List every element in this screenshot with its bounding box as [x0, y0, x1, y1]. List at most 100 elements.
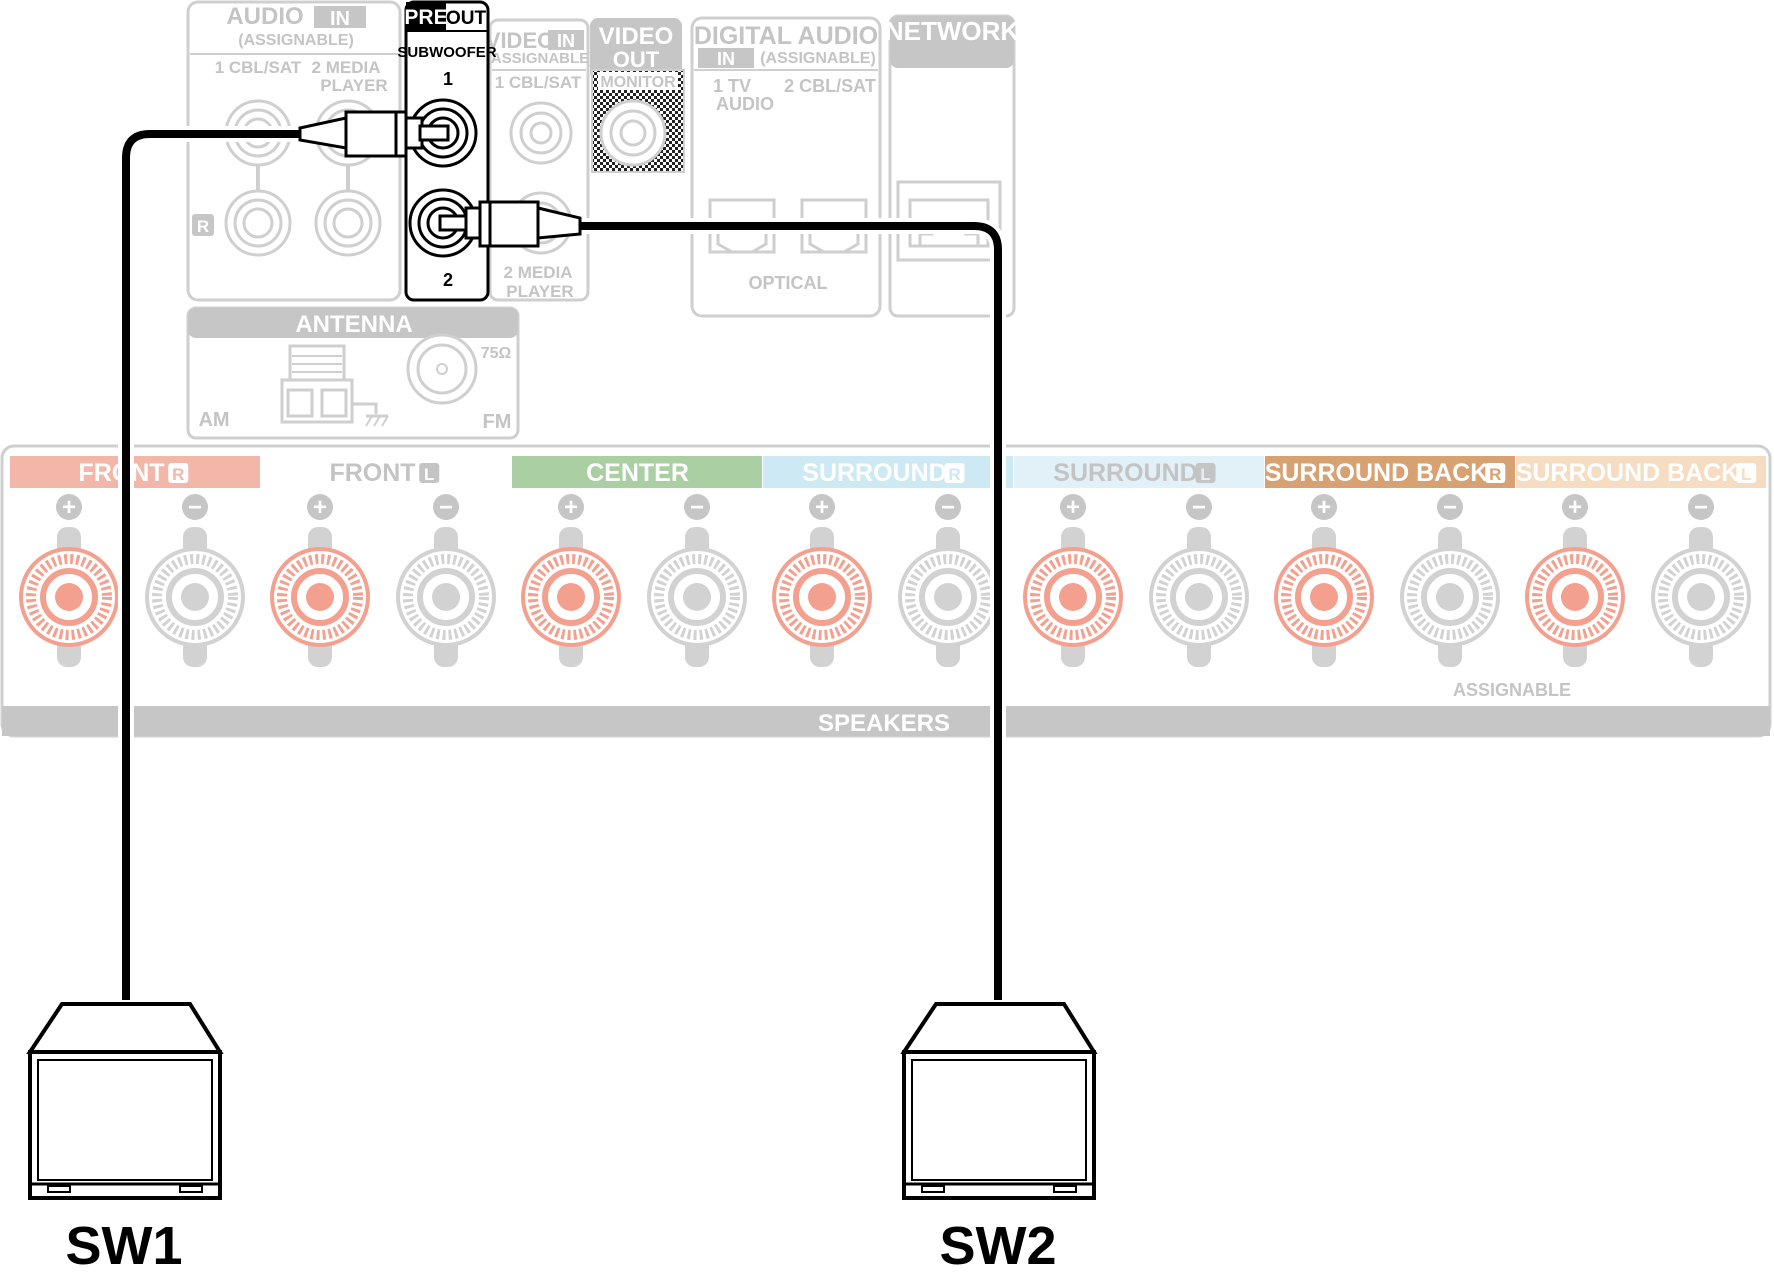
subwoofer-sw2[interactable]	[900, 1002, 1098, 1200]
channel-side-4: L	[1200, 465, 1210, 484]
speakers-assignable: ASSIGNABLE	[1453, 680, 1571, 700]
speaker-terminal-5-minus[interactable]: −	[1400, 494, 1500, 667]
pre-out-sub: SUBWOOFER	[397, 44, 496, 61]
audio-in-sub: (ASSIGNABLE)	[238, 32, 354, 49]
channel-label-2: CENTER	[586, 459, 689, 487]
channel-side-5: R	[1489, 465, 1501, 484]
video-out-badge: OUT	[613, 47, 660, 72]
channel-side-6: L	[1741, 465, 1751, 484]
video-in-sub: (ASSIGNABLE)	[486, 50, 594, 67]
speaker-terminal-4-plus[interactable]: +	[1023, 494, 1123, 667]
subwoofer-sw1-label: SW1	[65, 1216, 182, 1276]
speaker-terminal-3-plus[interactable]: +	[772, 494, 872, 667]
digital-audio-input2: 2 CBL/SAT	[784, 76, 876, 96]
speaker-terminals: + − + − + − + − + − + − + −	[19, 494, 1751, 667]
channel-label-1: FRONT	[329, 459, 415, 487]
speaker-terminal-6-plus[interactable]: +	[1525, 494, 1625, 667]
terminal-polarity-4-1: −	[1192, 494, 1206, 521]
digital-audio-panel: DIGITAL AUDIO IN (ASSIGNABLE) 1 TV AUDIO…	[690, 16, 882, 318]
audio-in-r-badge	[192, 214, 214, 236]
digital-audio-input1-line2: AUDIO	[716, 94, 774, 114]
terminal-polarity-4-0: +	[1066, 494, 1080, 521]
video-in-input2-line2: PLAYER	[506, 282, 573, 301]
video-in-badge: IN	[557, 31, 575, 51]
terminal-polarity-1-0: +	[313, 494, 327, 521]
monitor-out-jack[interactable]	[599, 99, 667, 167]
terminal-polarity-5-0: +	[1317, 494, 1331, 521]
antenna-title: ANTENNA	[295, 311, 412, 338]
audio-in-input2-line2: PLAYER	[320, 76, 387, 95]
antenna-fm: FM	[483, 411, 512, 433]
audio-in-badge: IN	[330, 8, 350, 30]
terminal-polarity-6-1: −	[1694, 494, 1708, 521]
speaker-terminal-6-minus[interactable]: −	[1651, 494, 1751, 667]
speaker-terminal-3-minus[interactable]: −	[898, 494, 998, 667]
network-panel: NETWORK	[885, 14, 1020, 318]
speaker-terminal-5-plus[interactable]: +	[1274, 494, 1374, 667]
channel-side-0: R	[172, 465, 184, 484]
fm-antenna-jack[interactable]	[406, 333, 478, 405]
subwoofer-sw1[interactable]	[26, 1002, 224, 1200]
speaker-terminal-2-plus[interactable]: +	[521, 494, 621, 667]
terminal-polarity-5-1: −	[1443, 494, 1457, 521]
video-in-input1: 1 CBL/SAT	[495, 73, 582, 92]
pre-out-jack1-label: 1	[443, 69, 453, 89]
am-antenna-terminal[interactable]	[280, 344, 389, 427]
terminal-polarity-0-1: −	[188, 494, 202, 521]
speaker-terminal-1-plus[interactable]: +	[270, 494, 370, 667]
cable-sw1	[118, 110, 450, 1000]
speaker-terminal-1-minus[interactable]: −	[396, 494, 496, 667]
video-in-jack-1[interactable]	[509, 101, 573, 165]
audio-in-input2-line1: 2 MEDIA	[312, 58, 381, 77]
audio-in-jack-2r[interactable]	[314, 189, 382, 257]
terminal-polarity-3-0: +	[815, 494, 829, 521]
antenna-panel: ANTENNA AM FM 75Ω	[186, 306, 520, 440]
pre-out-title-out: OUT	[446, 8, 487, 29]
video-out-monitor: MONITOR	[600, 74, 676, 91]
audio-in-title: AUDIO	[226, 3, 303, 30]
video-in-input2-line1: 2 MEDIA	[504, 263, 573, 282]
pre-out-panel: PRE OUT SUBWOOFER 1 2	[397, 0, 497, 302]
audio-in-jack-1r[interactable]	[224, 189, 292, 257]
terminal-polarity-6-0: +	[1568, 494, 1582, 521]
video-in-title: VIDEO	[486, 28, 554, 53]
cable-sw2	[438, 200, 1006, 1000]
audio-in-r-label: R	[197, 217, 209, 236]
terminal-polarity-1-1: −	[439, 494, 453, 521]
video-out-title: VIDEO	[599, 23, 674, 50]
digital-audio-title: DIGITAL AUDIO	[694, 22, 878, 50]
video-in-panel: VIDEO IN (ASSIGNABLE) 1 CBL/SAT 2 MEDIA …	[486, 18, 594, 302]
rca-plug-1	[298, 110, 450, 158]
network-title: NETWORK	[885, 16, 1020, 46]
video-out-panel: VIDEO OUT MONITOR	[590, 18, 685, 173]
audio-in-badge-box	[314, 6, 366, 28]
speaker-terminal-4-minus[interactable]: −	[1149, 494, 1249, 667]
channel-side-3: R	[948, 465, 960, 484]
speaker-terminal-0-minus[interactable]: −	[145, 494, 245, 667]
terminal-polarity-3-1: −	[941, 494, 955, 521]
terminal-polarity-2-0: +	[564, 494, 578, 521]
channel-header-2: CENTER	[512, 456, 762, 488]
digital-audio-optical: OPTICAL	[749, 273, 828, 293]
channel-label-3: SURROUND	[802, 459, 946, 487]
terminal-polarity-2-1: −	[690, 494, 704, 521]
rca-plug-2	[438, 200, 582, 248]
audio-in-input1: 1 CBL/SAT	[215, 58, 302, 77]
channel-label-4: SURROUND	[1053, 459, 1197, 487]
channel-label-6: SURROUND BACK	[1516, 459, 1740, 487]
speaker-terminal-0-plus[interactable]: +	[19, 494, 119, 667]
pre-out-jack2-label: 2	[443, 270, 453, 290]
speaker-terminal-2-minus[interactable]: −	[647, 494, 747, 667]
digital-audio-badge: IN	[717, 49, 735, 69]
pre-out-title-pre: PRE	[404, 6, 447, 29]
antenna-am: AM	[198, 409, 229, 431]
speakers-band-label: SPEAKERS	[818, 710, 950, 737]
